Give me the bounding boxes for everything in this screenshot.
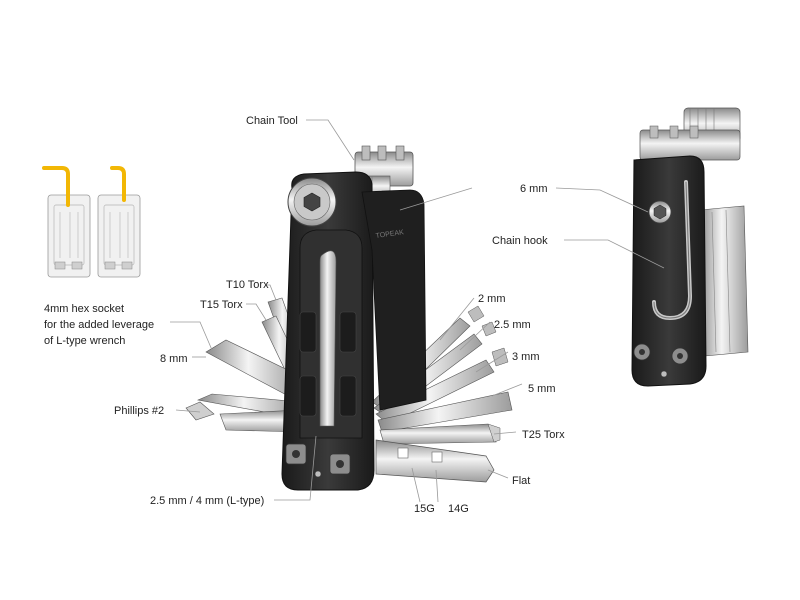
ltype-wrench (319, 250, 337, 427)
brand-mark: TOPEAK (375, 229, 404, 240)
label-14g: 14G (448, 503, 469, 515)
label-5mm: 5 mm (528, 383, 556, 395)
ltype-wrench-illustration-left (42, 166, 91, 278)
label-t15-torx: T15 Torx (200, 299, 243, 311)
left-bits (185, 297, 301, 433)
label-hex-socket-line2: for the added leverage (44, 319, 154, 331)
main-multi-tool: TOPEAK (185, 145, 513, 491)
hex-socket-icon (303, 192, 321, 212)
label-chain-hook: Chain hook (492, 235, 548, 247)
label-2mm: 2 mm (478, 293, 506, 305)
label-flat: Flat (512, 475, 530, 487)
label-6mm: 6 mm (520, 183, 548, 195)
labels: Chain Tool T10 Torx T15 Torx 8 mm Philli… (44, 115, 565, 515)
label-15g: 15G (414, 503, 435, 515)
label-8mm: 8 mm (160, 353, 188, 365)
label-t10-torx: T10 Torx (226, 279, 269, 291)
hex-6mm-icon (653, 204, 667, 220)
label-3mm: 3 mm (512, 351, 540, 363)
label-hex-socket-line3: of L-type wrench (44, 335, 125, 347)
ltype-wrench-illustration-right (97, 166, 141, 278)
label-hex-socket-line1: 4mm hex socket (44, 303, 124, 315)
label-phillips: Phillips #2 (114, 405, 164, 417)
side-view-multi-tool (631, 107, 749, 387)
label-2-5mm: 2.5 mm (494, 319, 531, 331)
label-chain-tool: Chain Tool (246, 115, 298, 127)
label-ltype: 2.5 mm / 4 mm (L-type) (150, 495, 264, 507)
label-t25-torx: T25 Torx (522, 429, 565, 441)
leader-lines (170, 119, 665, 503)
